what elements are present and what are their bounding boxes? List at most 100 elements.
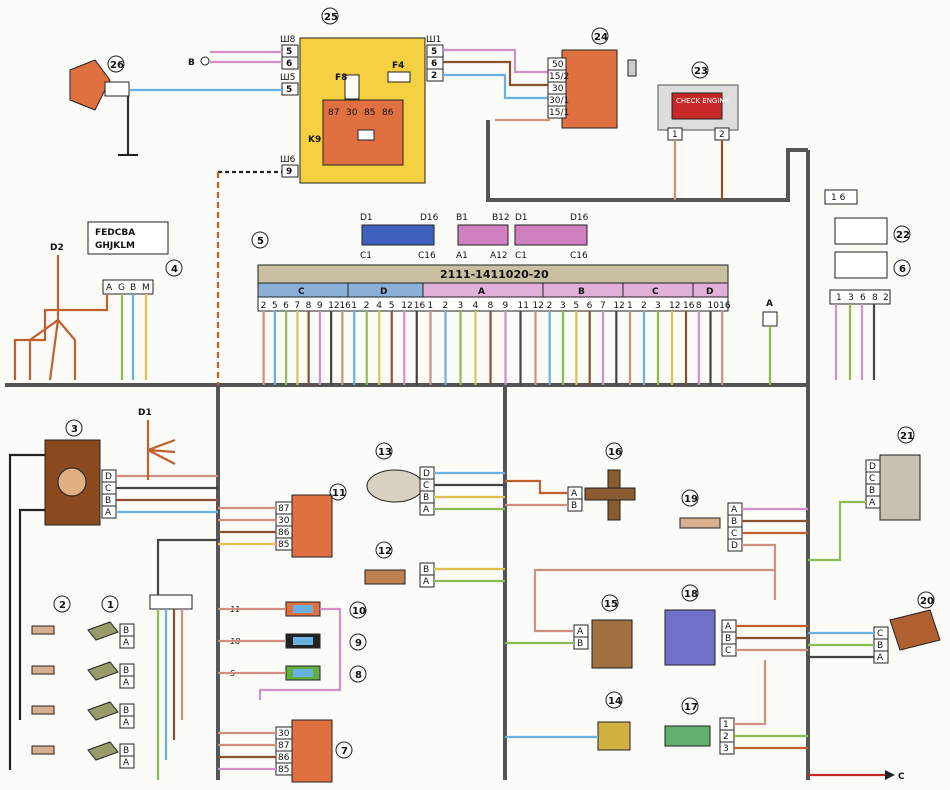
bus-lines	[5, 120, 810, 780]
svg-text:B: B	[731, 517, 737, 527]
check-engine-lamp-23: CHECK ENGINE 1 2 23	[657, 61, 739, 200]
svg-text:87: 87	[278, 741, 289, 751]
ecu-pin: 1	[627, 301, 633, 311]
injector-pin: B	[123, 706, 129, 716]
ecu-pin: 10	[708, 301, 720, 311]
svg-text:B1: B1	[456, 213, 468, 223]
svg-text:19: 19	[684, 494, 698, 505]
spark-plug	[31, 625, 55, 635]
svg-text:A: A	[106, 283, 113, 293]
svg-text:A: A	[105, 508, 112, 518]
fuse-relay-block: F8 F4 K9 87 30 85 86 5 6 5 9 Ш8 Ш5 Ш6 5 …	[280, 7, 444, 184]
svg-text:B12: B12	[492, 213, 510, 223]
svg-text:B: B	[423, 565, 429, 575]
sensor-18: A B C 18	[664, 584, 808, 666]
sensor-15: A B 15	[505, 568, 775, 669]
ecu-pin: 16	[414, 301, 426, 311]
svg-text:87: 87	[278, 504, 289, 514]
sensor-21: D C B A 21	[808, 426, 921, 562]
sensor-14: 14	[505, 691, 631, 751]
fuse-f4-label: F4	[392, 61, 404, 71]
ecu-pin: 11	[518, 301, 529, 311]
injector-pin: A	[123, 678, 130, 688]
svg-text:M: M	[142, 283, 150, 293]
ecu-header: 2111-1411020-20 C D A B C D	[257, 264, 729, 312]
svg-text:A: A	[423, 505, 430, 515]
svg-text:D: D	[423, 469, 430, 479]
injector-pin-box	[119, 635, 135, 649]
svg-text:15/2: 15/2	[549, 72, 569, 82]
svg-text:10: 10	[352, 606, 366, 617]
svg-text:1 6: 1 6	[831, 193, 846, 203]
output-c: C	[808, 770, 905, 782]
svg-text:B: B	[577, 639, 583, 649]
svg-text:C16: C16	[570, 251, 588, 261]
svg-text:Ш6: Ш6	[280, 155, 296, 165]
ecu-pin: 1	[428, 301, 434, 311]
sensor-12: B A 12	[364, 541, 505, 588]
svg-text:3: 3	[848, 293, 854, 303]
svg-text:9: 9	[355, 638, 362, 649]
svg-text:21: 21	[900, 431, 914, 442]
sensor-17: 1 2 3 17	[664, 660, 808, 755]
ecu-pin: 6	[587, 301, 593, 311]
svg-text:C1: C1	[515, 251, 527, 261]
svg-text:A: A	[725, 622, 732, 632]
horn-26: 26	[69, 55, 138, 156]
svg-text:6: 6	[899, 264, 906, 275]
svg-text:14: 14	[608, 696, 622, 707]
ecu-pin: 3	[458, 301, 464, 311]
svg-text:86: 86	[278, 528, 290, 538]
svg-text:A: A	[766, 299, 773, 309]
ecu-pin: 12	[613, 301, 624, 311]
svg-text:30/1: 30/1	[549, 96, 569, 106]
svg-text:26: 26	[110, 60, 124, 71]
ecu-pin: 7	[600, 301, 606, 311]
svg-text:2: 2	[59, 600, 66, 611]
svg-text:13: 13	[378, 447, 392, 458]
ecu-pin: 2	[641, 301, 647, 311]
ecu-pin: 3	[655, 301, 661, 311]
ecu-pin: 8	[696, 301, 702, 311]
svg-text:2: 2	[431, 71, 437, 81]
svg-text:8: 8	[355, 670, 362, 681]
svg-text:15: 15	[604, 599, 618, 610]
svg-text:6: 6	[431, 59, 437, 69]
svg-text:D16: D16	[570, 213, 589, 223]
svg-text:C: C	[731, 529, 737, 539]
svg-text:C: C	[423, 481, 429, 491]
injector	[87, 621, 119, 641]
fuse-block-wires: В	[130, 48, 550, 385]
ecu-pin: 5	[272, 301, 278, 311]
svg-text:A: A	[577, 627, 584, 637]
svg-text:24: 24	[594, 32, 608, 43]
ecu-title: 2111-1411020-20	[440, 268, 549, 281]
item-25-label: 25	[324, 12, 338, 23]
svg-text:5: 5	[431, 47, 437, 57]
svg-text:A: A	[877, 653, 884, 663]
svg-text:B: B	[423, 493, 429, 503]
svg-text:85: 85	[278, 540, 289, 550]
svg-text:1: 1	[672, 130, 678, 140]
svg-text:22: 22	[896, 230, 910, 241]
svg-text:16: 16	[608, 447, 622, 458]
k9-pin-87: 87	[328, 108, 339, 118]
svg-text:GHJKLM: GHJKLM	[95, 241, 135, 251]
svg-text:C: C	[105, 484, 111, 494]
injector-pin: A	[123, 718, 130, 728]
ecu-pin: 16	[719, 301, 731, 311]
injector-pin-box	[119, 715, 135, 729]
ecu-pin: 5	[389, 301, 395, 311]
svg-text:B: B	[578, 287, 585, 297]
svg-text:D16: D16	[420, 213, 439, 223]
svg-text:6: 6	[860, 293, 866, 303]
svg-text:11: 11	[332, 488, 346, 499]
relay-k9-label: K9	[308, 135, 321, 145]
injector-pin: A	[123, 638, 130, 648]
svg-text:B: B	[877, 641, 883, 651]
